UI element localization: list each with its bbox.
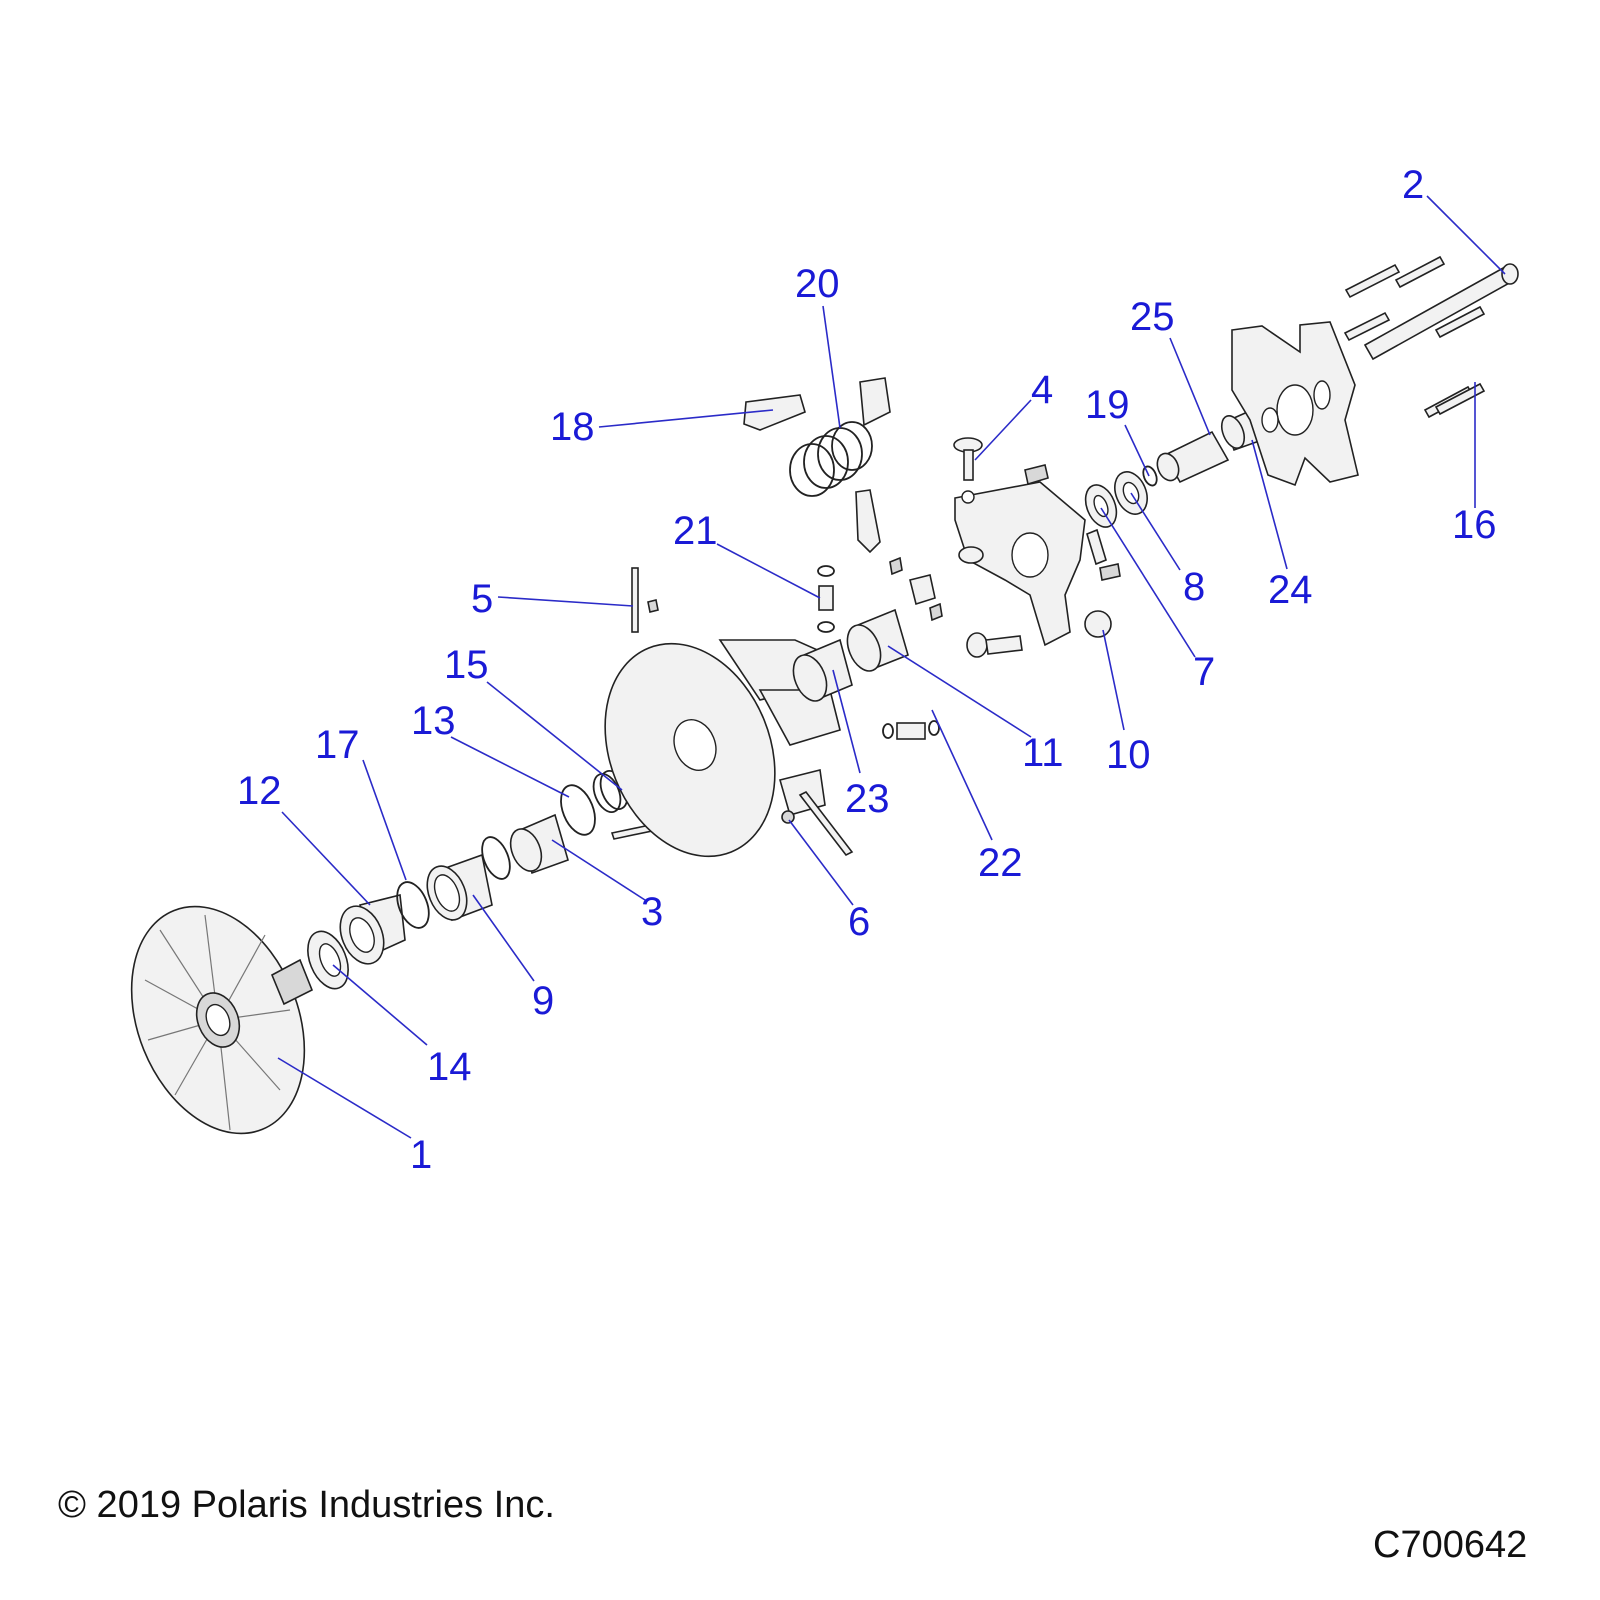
callout-19: 19 xyxy=(1085,383,1130,427)
callout-18: 18 xyxy=(550,405,595,449)
part-4-pin xyxy=(953,437,983,481)
part-16-bolts xyxy=(1423,382,1486,419)
copyright-notice: © 2019 Polaris Industries Inc. xyxy=(58,1484,555,1526)
callout-8: 8 xyxy=(1183,565,1205,609)
callout-14: 14 xyxy=(427,1045,472,1089)
callout-13: 13 xyxy=(411,699,456,743)
callout-21: 21 xyxy=(673,509,718,553)
callout-23: 23 xyxy=(845,777,890,821)
part-11-bushing xyxy=(846,608,909,672)
callout-16: 16 xyxy=(1452,503,1497,547)
leader-lines xyxy=(277,195,1506,1139)
part-21-roller xyxy=(817,565,835,633)
part-14-washer xyxy=(307,930,349,990)
callout-20: 20 xyxy=(795,262,840,306)
callout-4: 4 xyxy=(1031,368,1053,412)
callout-15: 15 xyxy=(444,643,489,687)
callout-12: 12 xyxy=(237,769,282,813)
part-12-nut xyxy=(339,894,406,965)
part-3-sleeve xyxy=(481,813,569,880)
part-weight-2 xyxy=(859,377,891,427)
part-18-weight xyxy=(743,394,806,431)
callout-11: 11 xyxy=(1022,731,1064,775)
spider-assembly xyxy=(954,464,1086,647)
callout-6: 6 xyxy=(848,900,870,944)
callout-10: 10 xyxy=(1106,733,1151,777)
part-6-pin xyxy=(781,790,854,857)
small-fasteners xyxy=(889,556,1023,658)
callout-5: 5 xyxy=(471,577,493,621)
callouts: 1 2 3 4 5 6 7 8 9 10 11 12 13 14 15 16 1… xyxy=(237,163,1497,1177)
part-25-sleeve xyxy=(1156,430,1230,484)
callout-1: 1 xyxy=(410,1133,432,1177)
cover-plate xyxy=(1231,321,1359,487)
part-22-roller xyxy=(882,720,940,740)
part-23-bushing xyxy=(792,638,853,702)
part-20-springs xyxy=(789,421,873,497)
part-19-ring xyxy=(1142,465,1158,487)
part-1-fixed-sheave xyxy=(130,905,314,1135)
callout-3: 3 xyxy=(641,890,663,934)
callout-25: 25 xyxy=(1130,295,1175,339)
part-13-ring xyxy=(560,784,596,836)
drawing-number: C700642 xyxy=(1373,1524,1527,1566)
part-17-ring xyxy=(396,881,430,929)
part-5-pin xyxy=(631,567,659,633)
callout-22: 22 xyxy=(978,841,1023,885)
callout-7: 7 xyxy=(1193,650,1215,694)
part-2-bolts xyxy=(1343,255,1519,361)
part-weight-arm xyxy=(855,489,881,554)
part-10-button xyxy=(1084,610,1112,638)
part-7-washer xyxy=(1084,484,1118,528)
callout-24: 24 xyxy=(1268,568,1313,612)
part-9-bushing xyxy=(426,853,493,922)
callout-2: 2 xyxy=(1402,163,1424,207)
moveable-sheave xyxy=(604,639,842,858)
callout-9: 9 xyxy=(532,979,554,1023)
spider-pins xyxy=(1086,528,1121,581)
callout-17: 17 xyxy=(315,723,360,767)
